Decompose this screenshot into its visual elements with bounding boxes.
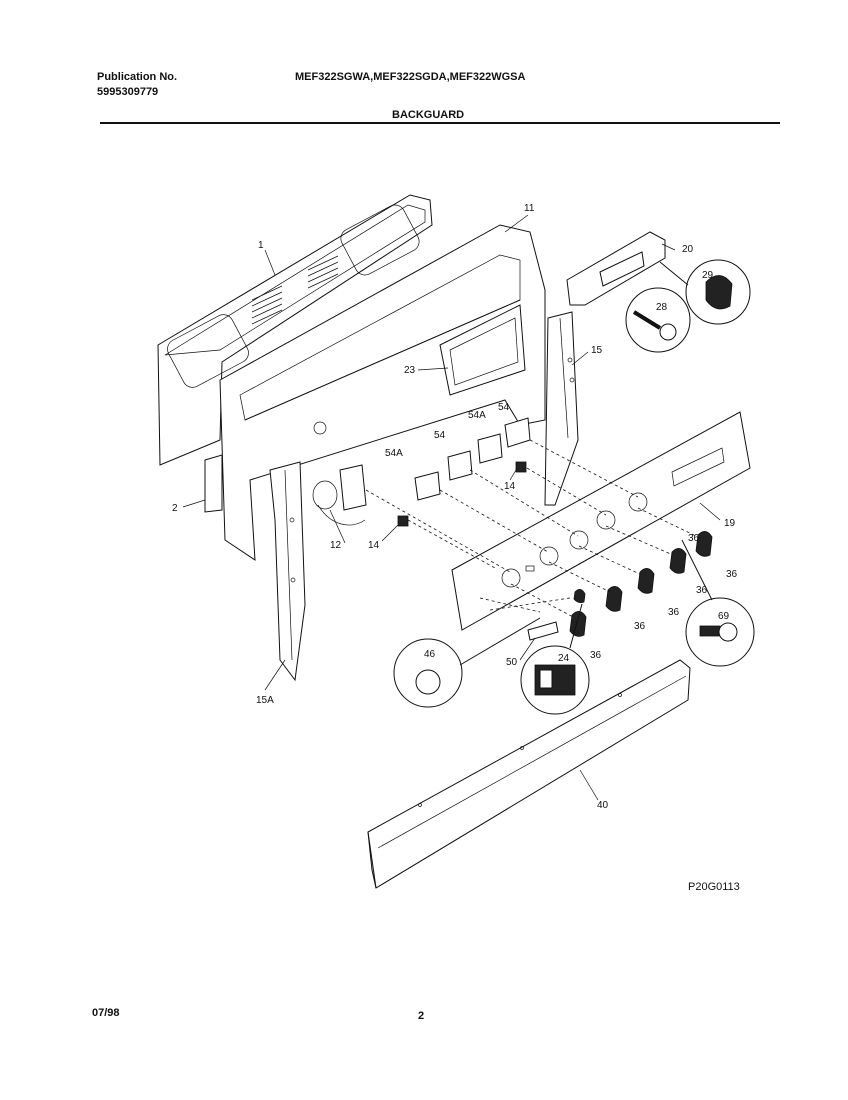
leader-lines [182, 214, 721, 801]
callout-36-e: 36 [590, 650, 602, 661]
callout-36-a: 36 [726, 569, 738, 580]
part-infinite-switch [312, 464, 367, 526]
callout-24: 24 [558, 653, 570, 664]
callout-12: 12 [330, 540, 342, 551]
section-title: BACKGUARD [392, 109, 465, 121]
part-bottom-trim [367, 659, 691, 889]
callout-14-lower: 14 [368, 540, 380, 551]
callout-46: 46 [424, 649, 436, 660]
part-relays [414, 417, 531, 501]
callout-1: 1 [258, 240, 264, 251]
page-number: 2 [418, 1010, 425, 1022]
inset-69 [681, 539, 755, 667]
drawing-id: P20G0113 [688, 881, 740, 893]
part-control-panel [451, 411, 751, 631]
callout-29: 29 [702, 270, 714, 281]
callout-11: 11 [524, 203, 535, 214]
callout-14-upper: 14 [504, 481, 516, 492]
callout-54-b: 54 [498, 402, 510, 413]
inset-24 [520, 603, 590, 715]
part-50-lens [527, 621, 559, 641]
callout-36-d: 36 [634, 621, 646, 632]
callout-36-b: 36 [696, 585, 708, 596]
callout-28: 28 [656, 302, 668, 313]
assembly-alignment-lines [365, 439, 701, 619]
publication-label: Publication No. [97, 71, 178, 83]
part-clock-bracket [566, 231, 666, 306]
callout-40: 40 [597, 800, 609, 811]
callout-50: 50 [506, 657, 518, 668]
part-switch-14-upper [515, 461, 527, 473]
part-rear-panel [157, 194, 433, 466]
callout-69: 69 [718, 611, 730, 622]
callout-2: 2 [172, 503, 178, 514]
publication-number: 5995309779 [97, 86, 159, 98]
callout-23: 23 [404, 365, 416, 376]
inset-46 [393, 617, 541, 708]
callout-15a: 15A [256, 695, 274, 706]
part-backguard-frame [219, 224, 546, 561]
part-right-bracket [544, 311, 579, 506]
part-left-bracket [269, 461, 306, 682]
header-rule [100, 122, 780, 124]
inset-29 [659, 259, 751, 325]
footer-date: 07/98 [92, 1007, 120, 1019]
callout-36-f: 36 [688, 533, 700, 544]
callout-20: 20 [682, 244, 694, 255]
callout-15: 15 [591, 345, 603, 356]
callout-numbers: 1 2 11 12 14 14 15 15A 19 20 23 24 28 29… [172, 203, 738, 811]
part-switch-14-lower [397, 515, 409, 527]
model-numbers: MEF322SGWA,MEF322SGDA,MEF322WGSA [295, 71, 526, 83]
callout-36-c: 36 [668, 607, 680, 618]
callout-54A-a: 54A [385, 448, 403, 459]
callout-19: 19 [724, 518, 736, 529]
callout-54A-b: 54A [468, 410, 486, 421]
part-side-clip [204, 454, 223, 513]
callout-54-a: 54 [434, 430, 446, 441]
inset-28 [625, 287, 691, 353]
